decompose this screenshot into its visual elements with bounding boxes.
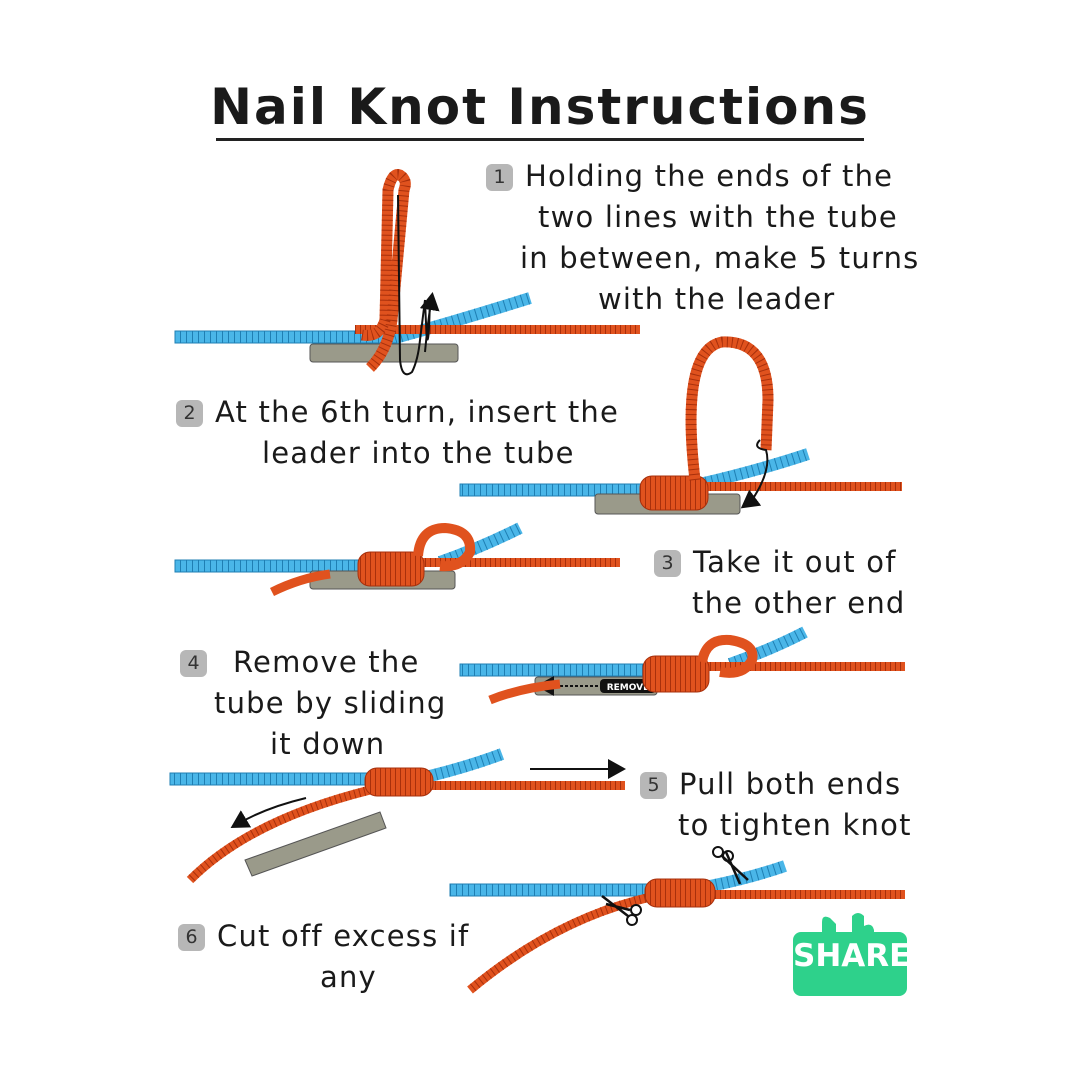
insert-arrow-icon [740,439,769,509]
leader-line [690,482,902,491]
page-title: Nail Knot Instructions [210,78,870,136]
leader-loop [361,169,411,372]
step-5-badge: 5 [640,772,667,799]
leader-loop [685,336,774,481]
step-1-badge: 1 [486,164,513,191]
fly-line [459,663,661,677]
fly-line [449,883,651,897]
leader-coils [364,767,434,797]
step-6-illustration [449,846,905,994]
leader-tail [186,785,372,884]
up-arrow-icon [419,292,440,353]
wrap-arrow-icon [397,194,431,376]
remove-tag [600,679,656,693]
leader-tail [467,890,661,994]
leader-coils [644,878,716,908]
share-button[interactable] [793,932,907,996]
scissors-icon [712,846,749,885]
fly-line [169,772,396,786]
step-2-badge: 2 [176,400,203,427]
leader-line [420,781,625,790]
step-6-badge: 6 [178,924,205,951]
step-2-illustration [459,336,902,515]
leader-loop [413,522,476,572]
step-4-badge: 4 [180,650,207,677]
step-3-illustration [174,522,620,597]
leader-line [355,325,640,334]
step-4-illustration: REMOVE [459,626,905,705]
tube [244,811,387,877]
title-underline [216,138,864,141]
leader-loop [697,634,758,678]
leader-line [700,662,905,671]
remove-label: REMOVE [607,683,650,693]
leader-coils [357,551,425,587]
fly-line [174,559,376,573]
leader-line [700,890,905,899]
leader-coils [642,655,710,693]
scissors-icon [601,895,642,926]
leader-line [410,558,620,567]
leader-tail [488,679,561,705]
step-3-badge: 3 [654,550,681,577]
step-1-illustration [174,169,640,376]
leader-coils [639,475,709,511]
leader-tail [269,569,331,597]
step-5-illustration [169,748,626,884]
share-label[interactable]: SHARE [793,938,911,974]
pull-left-arrow-icon [230,797,307,829]
